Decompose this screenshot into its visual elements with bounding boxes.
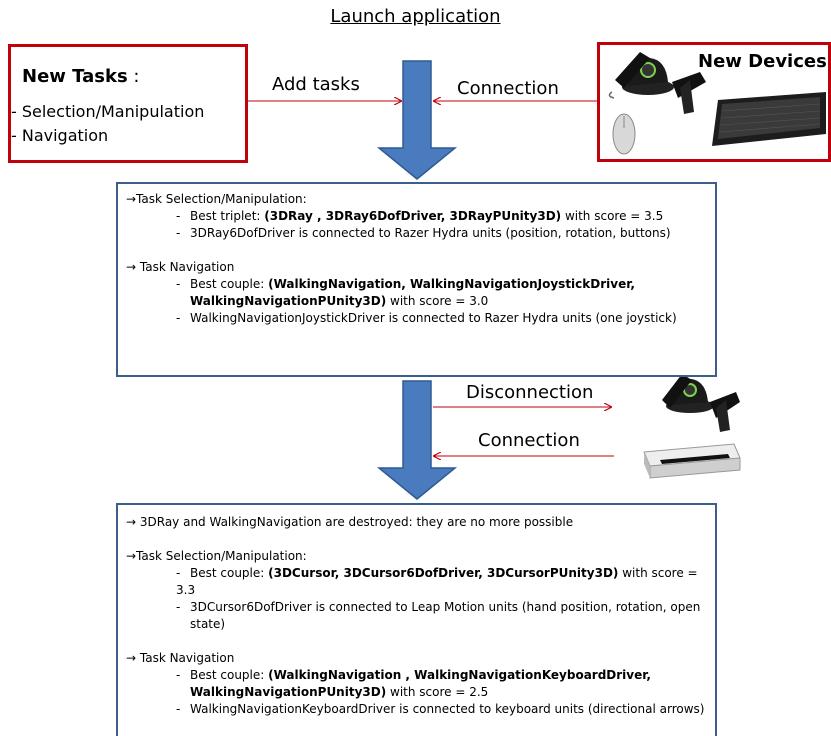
leap-motion-icon <box>643 443 741 479</box>
box1-nav-bullet-2: -WalkingNavigationJoystickDriver is conn… <box>176 311 677 325</box>
new-tasks-colon: : <box>127 66 140 87</box>
disconnection-label: Disconnection <box>466 382 594 403</box>
razer-hydra-icon-2 <box>662 374 740 432</box>
result-box-2: → 3DRay and WalkingNavigation are destro… <box>116 503 717 736</box>
new-task-item: - Navigation <box>11 126 109 145</box>
box2-selection-header: →Task Selection/Manipulation: <box>126 549 307 563</box>
flow-arrow-2 <box>376 380 458 500</box>
razer-hydra-icon <box>615 52 706 114</box>
box1-selection-header: →Task Selection/Manipulation: <box>126 192 307 206</box>
box1-sel-bullet-1: -Best triplet: (3DRay , 3DRay6DofDriver,… <box>176 209 664 223</box>
new-tasks-box: New Tasks : - Selection/Manipulation - N… <box>8 44 248 163</box>
mouse-icon <box>608 91 636 155</box>
new-devices-heading: New Devices <box>698 51 827 72</box>
box2-nav-bullet-1: -Best couple: (WalkingNavigation , Walki… <box>176 668 651 682</box>
add-tasks-label: Add tasks <box>272 74 360 95</box>
keyboard-icon <box>712 92 826 146</box>
box2-sel-bullet-2: -3DCursor6DofDriver is connected to Leap… <box>176 600 701 614</box>
flow-arrow-1 <box>376 60 458 180</box>
box1-nav-bullet-1: -Best couple: (WalkingNavigation, Walkin… <box>176 277 635 291</box>
box1-sel-bullet-2: -3DRay6DofDriver is connected to Razer H… <box>176 226 671 240</box>
box2-nav-bullet-2: -WalkingNavigationKeyboardDriver is conn… <box>176 702 705 716</box>
box2-navigation-header: → Task Navigation <box>126 651 235 665</box>
connection-top-label: Connection <box>457 78 559 99</box>
box2-destroyed-note: → 3DRay and WalkingNavigation are destro… <box>126 515 574 529</box>
result-box-1: →Task Selection/Manipulation: -Best trip… <box>116 182 717 377</box>
page-title: Launch application <box>330 6 501 27</box>
new-task-item: - Selection/Manipulation <box>11 102 205 121</box>
connection-mid-label: Connection <box>478 430 580 451</box>
box1-navigation-header: → Task Navigation <box>126 260 235 274</box>
box2-sel-bullet-1: -Best couple: (3DCursor, 3DCursor6DofDri… <box>176 566 698 597</box>
new-devices-box: New Devices <box>597 42 831 162</box>
new-tasks-heading: New Tasks <box>22 66 128 87</box>
